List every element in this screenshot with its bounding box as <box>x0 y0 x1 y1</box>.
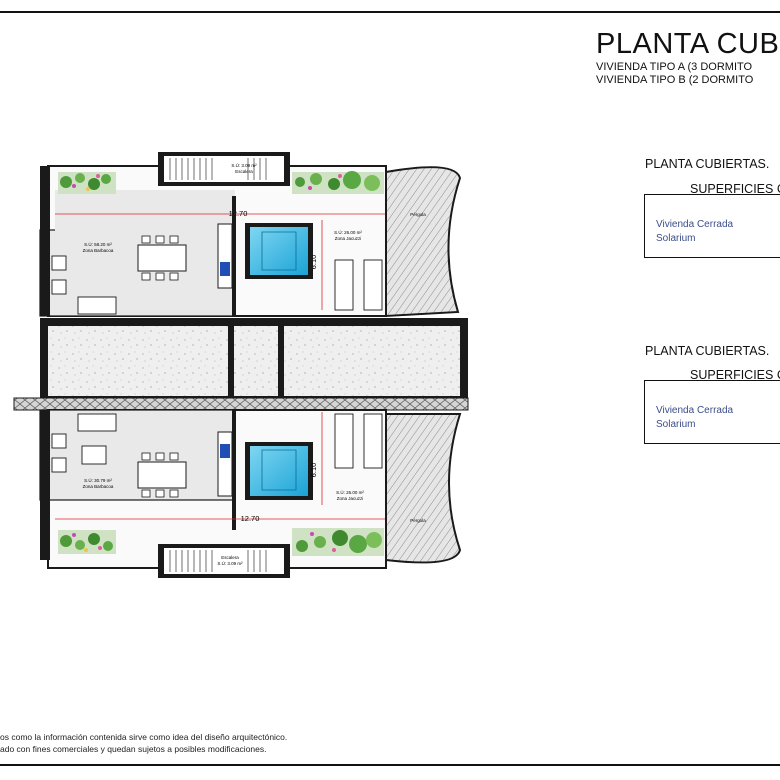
lower-bbq-label: Zona Barbacoa <box>83 484 114 489</box>
upper-sunbed-2 <box>363 259 383 311</box>
surface-table-2 <box>644 380 780 444</box>
upper-stair-inner <box>164 156 284 182</box>
upper-divider-wall <box>232 196 236 316</box>
lower-stair-inner <box>164 548 284 574</box>
lower-left-wall <box>40 410 50 560</box>
sheet-border-bottom <box>0 764 780 766</box>
disclaimer-line-1: os como la información contenida sirve c… <box>0 732 288 742</box>
sheet-subtitle-b: VIVIENDA TIPO B (2 DORMITO <box>596 74 754 86</box>
table-1-row-vivienda: Vivienda Cerrada <box>656 219 734 230</box>
upper-jacuzzi-area: S.Ú: 26.00 m² <box>334 229 362 235</box>
lower-jacuzzi-water <box>250 446 308 496</box>
upper-stair-label: Escalera <box>235 169 253 174</box>
section-title-1: PLANTA CUBIERTAS. <box>645 157 770 171</box>
lower-stair-area: S.Ú: 3.09 m² <box>217 560 243 566</box>
upper-planter-left <box>58 172 116 194</box>
upper-bbq-label: Zona Barbacoa <box>83 248 114 253</box>
upper-bbq-counter <box>217 223 233 289</box>
lower-dim-horizontal: 12.70 <box>241 514 260 523</box>
upper-pergola-label: Pérgola <box>410 212 426 217</box>
upper-jacuzzi-seat <box>261 231 297 271</box>
upper-dim-vertical: 6.10 <box>309 255 318 270</box>
section-title-2: PLANTA CUBIERTAS. <box>645 344 770 358</box>
upper-dim-horizontal: 12.70 <box>229 209 248 218</box>
lower-jacuzzi-area: S.Ú: 26.00 m² <box>336 489 364 495</box>
table-header-1: SUPERFICIES C <box>690 182 780 196</box>
sheet-subtitle-a: VIVIENDA TIPO A (3 DORMITO <box>596 61 753 73</box>
upper-lounge <box>51 255 117 315</box>
lower-bbq-counter <box>217 431 233 497</box>
lower-pergola-label: Pérgola <box>410 518 426 523</box>
lower-bbq-area: S.Ú: 30.79 m² <box>84 477 112 483</box>
surface-table-1 <box>644 194 780 258</box>
lower-sunbed-2 <box>363 413 383 469</box>
lower-planter-left <box>58 530 116 554</box>
lower-dim-vertical: 6.10 <box>309 463 318 478</box>
upper-jacuzzi-water <box>250 227 308 275</box>
lower-jacuzzi-seat <box>261 449 297 491</box>
upper-unit: S.Ú: 3.09 m² Escalera 12.70 6.10 S.Ú: 58… <box>39 152 462 318</box>
lower-jacuzzi-label: Zona Jacuzzi <box>337 496 364 501</box>
upper-pergola <box>385 166 462 318</box>
lower-lounge <box>51 413 117 473</box>
upper-bbq-floor <box>39 229 236 317</box>
table-header-rule-2 <box>656 380 686 381</box>
upper-dining-table <box>137 235 187 281</box>
sheet-title: PLANTA CUB <box>596 28 780 60</box>
upper-bbq-grill <box>220 262 230 276</box>
lower-pergola <box>385 413 462 564</box>
disclaimer-line-2: ado con fines comerciales y quedan sujet… <box>0 744 267 754</box>
table-2-row-solarium: Solarium <box>656 419 696 430</box>
lower-stair-treads <box>169 550 267 572</box>
table-header-rule-1 <box>656 194 686 195</box>
lower-sunbed-1 <box>334 413 354 469</box>
lower-stair-label: Escalera <box>221 555 239 560</box>
table-1-row-solarium: Solarium <box>656 233 696 244</box>
central-strip <box>13 318 469 411</box>
lower-unit: S.Ú: 30.79 m² Zona Barbacoa S.Ú: 26.00 m… <box>39 409 462 578</box>
lower-divider-wall <box>232 410 236 530</box>
upper-planter-right <box>292 171 384 194</box>
upper-jacuzzi-label: Zona Jacuzzi <box>335 236 362 241</box>
upper-stair-treads <box>169 158 267 180</box>
lower-dining-table <box>137 452 187 498</box>
table-2-row-vivienda: Vivienda Cerrada <box>656 405 734 416</box>
upper-stair-area: S.Ú: 3.09 m² <box>231 162 257 168</box>
table-header-2: SUPERFICIES C <box>690 368 780 382</box>
upper-left-wall <box>40 166 50 316</box>
upper-bbq-area: S.Ú: 58.20 m² <box>84 241 112 247</box>
sheet-border-top <box>0 11 780 13</box>
upper-bbq-floor-top <box>55 190 235 232</box>
upper-sunbed-1 <box>334 259 354 311</box>
lower-planter-right <box>292 528 384 556</box>
lower-bbq-grill <box>220 444 230 458</box>
